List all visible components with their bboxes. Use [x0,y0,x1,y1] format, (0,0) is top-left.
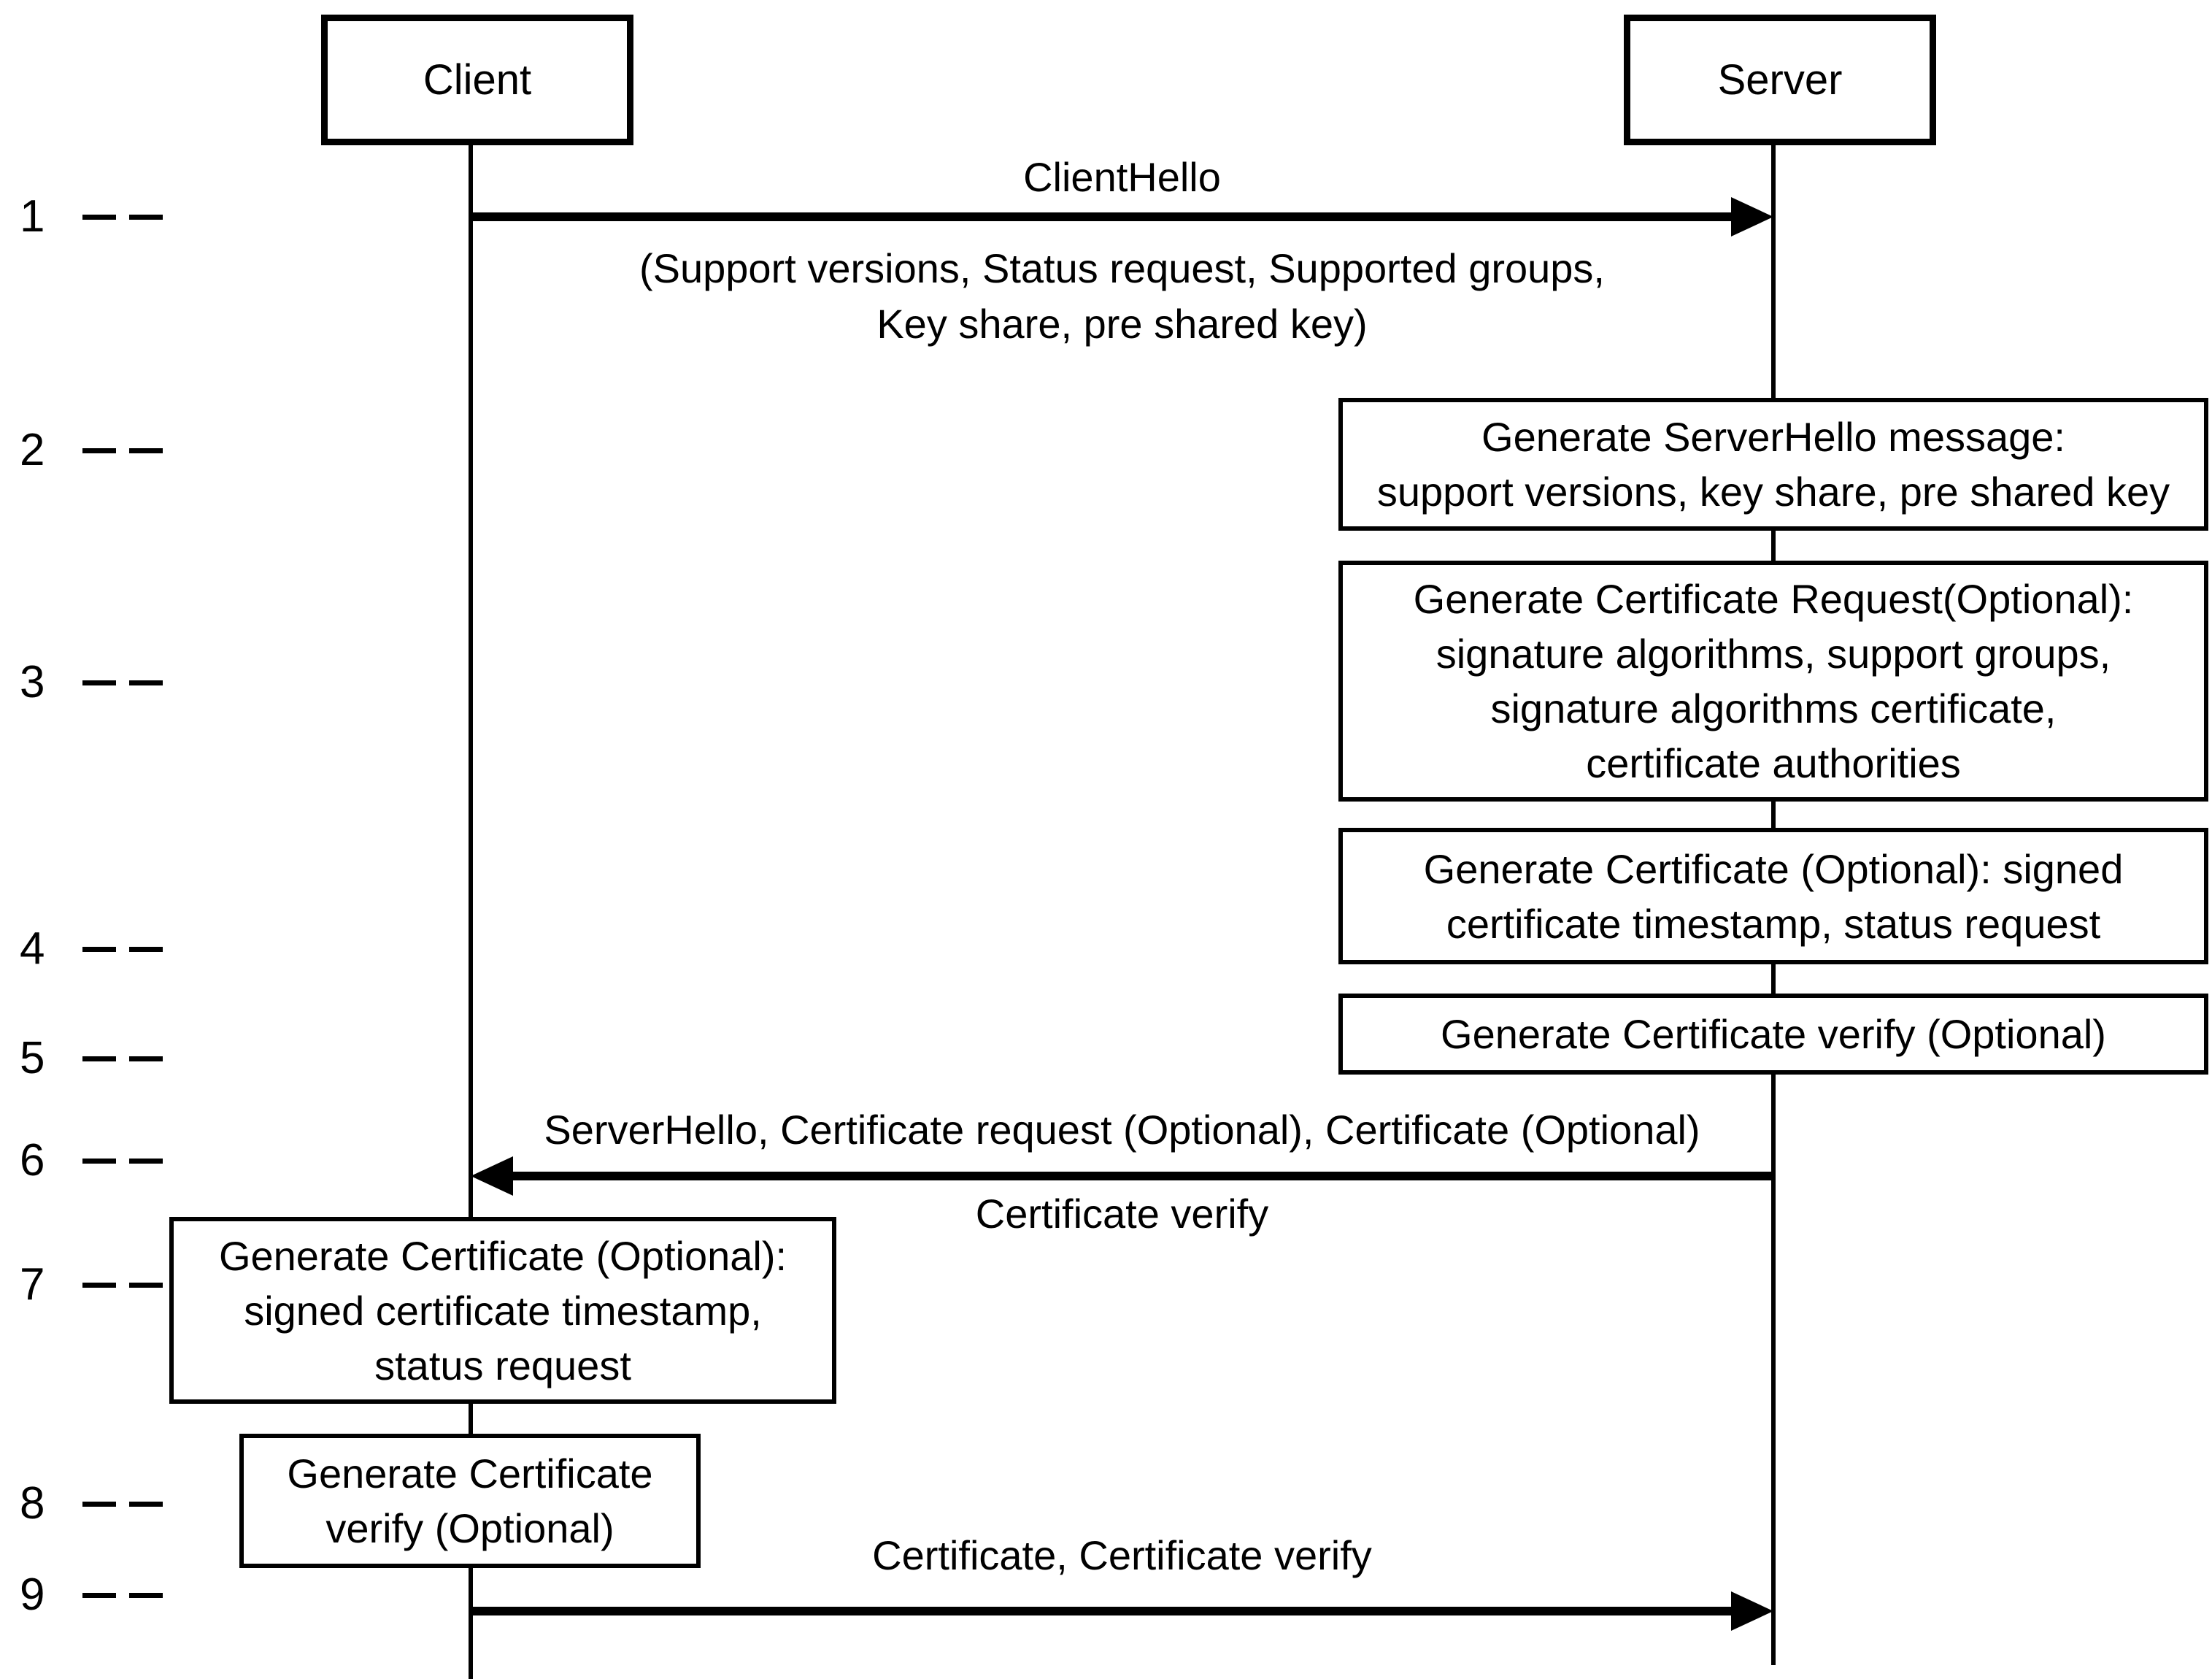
step-marker-9: 9 [11,1564,163,1626]
client-lifeline [469,132,473,1679]
actor-server-box: Server [1624,15,1936,145]
dash [129,1282,163,1288]
dash [129,680,163,685]
dash [129,1592,163,1598]
step-number: 1 [20,191,45,242]
message-serverhello-label: ServerHello, Certificate request (Option… [544,1107,1700,1153]
dash [82,1592,116,1598]
message-certificate-label: Certificate, Certificate verify [872,1532,1372,1578]
step-marker-1: 1 [11,186,163,247]
process-box-generate-certificate-request: Generate Certificate Request(Optional): … [1338,561,2208,802]
dash [82,946,116,952]
dash [129,447,163,453]
step-marker-8: 8 [11,1473,163,1534]
message-certificate-arrow [471,1607,1733,1615]
step-number: 5 [20,1033,45,1083]
dash [82,1501,116,1507]
step-number: 7 [20,1259,45,1310]
dash [129,1501,163,1507]
message-serverhello-arrow [511,1172,1773,1180]
dash [82,447,116,453]
step-number: 6 [20,1135,45,1186]
step-marker-3: 3 [11,652,163,713]
step-number: 9 [20,1570,45,1620]
dash [82,1158,116,1164]
step-number: 3 [20,657,45,707]
process-box-generate-certificate-verify-server: Generate Certificate verify (Optional) [1338,994,2208,1075]
message-clienthello-detail: (Support versions, Status request, Suppo… [639,245,1605,347]
dash [129,214,163,220]
dash [129,1158,163,1164]
dash [82,214,116,220]
process-box-generate-certificate-server: Generate Certificate (Optional): signed … [1338,828,2208,964]
actor-client-box: Client [321,15,633,145]
step-marker-7: 7 [11,1254,163,1315]
dash [82,680,116,685]
dash [82,1056,116,1061]
dash [129,946,163,952]
step-marker-2: 2 [11,420,163,481]
dash [82,1282,116,1288]
step-marker-4: 4 [11,918,163,980]
arrowhead-left-icon [471,1156,513,1196]
dash [129,1056,163,1061]
arrowhead-right-icon [1731,1591,1773,1631]
step-number: 4 [20,923,45,974]
step-number: 2 [20,425,45,475]
actor-server-label: Server [1717,56,1843,104]
actor-client-label: Client [423,56,532,104]
step-number: 8 [20,1478,45,1529]
message-clienthello-arrow [471,212,1733,221]
message-serverhello-detail: Certificate verify [975,1191,1269,1237]
arrowhead-right-icon [1731,197,1773,237]
step-marker-6: 6 [11,1130,163,1191]
process-box-generate-certificate-client: Generate Certificate (Optional): signed … [169,1217,836,1404]
step-marker-5: 5 [11,1028,163,1089]
process-box-generate-serverhello: Generate ServerHello message: support ve… [1338,398,2208,531]
message-clienthello-label: ClientHello [1023,154,1221,200]
process-box-generate-certificate-verify-client: Generate Certificate verify (Optional) [239,1434,701,1568]
